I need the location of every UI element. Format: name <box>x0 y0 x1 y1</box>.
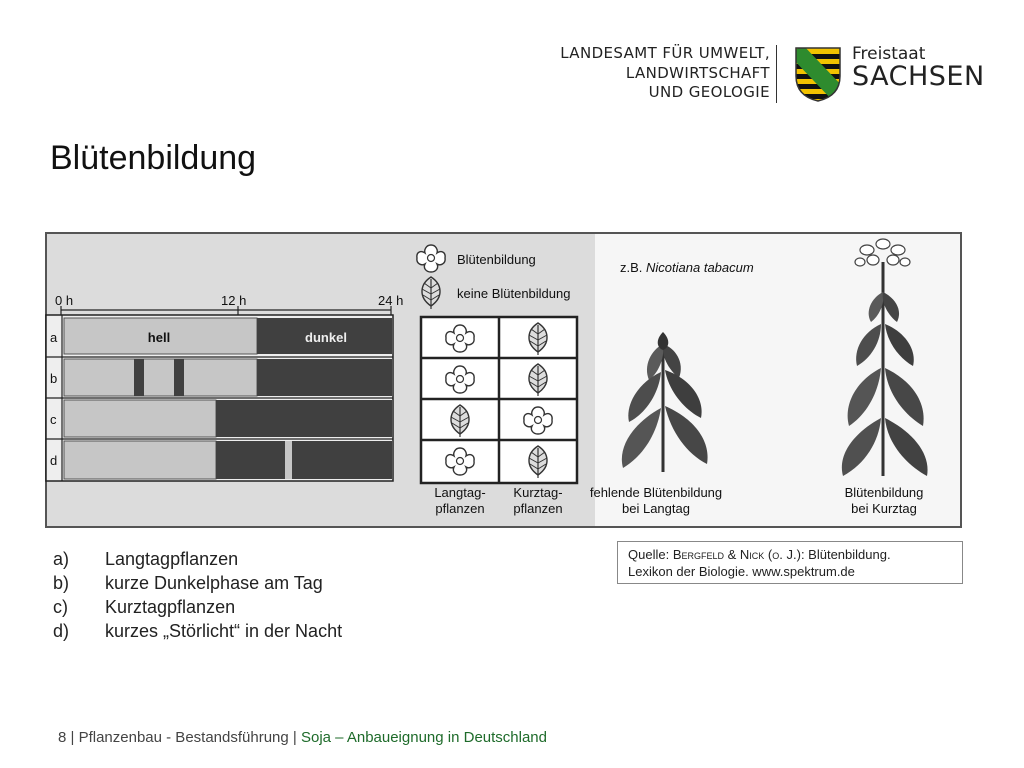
list-marker: a) <box>53 549 70 569</box>
plant2-caption-2: bei Kurztag <box>851 501 917 516</box>
row-label-a: a <box>50 330 58 345</box>
institution-line-1: LANDESAMT FÜR UMWELT, <box>560 44 770 62</box>
bar-b-dark <box>257 359 392 396</box>
footer: 8 | Pflanzenbau - Bestandsführung | Soja… <box>58 729 547 746</box>
time-label-12h: 12 h <box>221 293 246 308</box>
source-date: o. J. <box>772 547 797 562</box>
state-wordmark: Freistaat SACHSEN <box>852 44 985 90</box>
bar-a-light <box>63 317 258 355</box>
footer-separator: | <box>66 729 79 746</box>
institution-line-3: UND GEOLOGIE <box>648 83 770 101</box>
state-wordmark-big: SACHSEN <box>852 61 985 92</box>
example-prefix: z.B. <box>620 260 642 275</box>
legend-leaf-label: keine Blütenbildung <box>457 286 570 301</box>
time-label-24h: 24 h <box>378 293 403 308</box>
col-label-kurztag-1: Kurztag- <box>513 485 562 500</box>
source-amp: & <box>724 547 740 562</box>
legend-flower-label: Blütenbildung <box>457 252 536 267</box>
bar-b-dark-interrupt-2 <box>174 359 184 396</box>
footer-separator: | <box>288 729 301 746</box>
logo-divider <box>776 45 777 103</box>
list-item: c) Kurztagpflanzen <box>53 595 342 619</box>
list-marker: c) <box>53 597 68 617</box>
page-number: 8 <box>58 729 67 746</box>
example-name: Nicotiana tabacum <box>646 260 754 275</box>
plant2-caption-1: Blütenbildung <box>845 485 924 500</box>
bar-b-dark-interrupt-1 <box>134 359 144 396</box>
slide-title: Blütenbildung <box>50 139 257 177</box>
list-text: kurzes „Störlicht“ in der Nacht <box>105 621 343 641</box>
photoperiod-figure: 0 h 12 h 24 h a b c d hell dunkel Blüten… <box>45 232 962 528</box>
list-text: Langtagpflanzen <box>105 549 239 569</box>
list-text: kurze Dunkelphase am Tag <box>105 573 323 593</box>
plant1-caption-2: bei Langtag <box>622 501 690 516</box>
list-item: d) kurzes „Störlicht“ in der Nacht <box>53 619 342 643</box>
plant1-caption-1: fehlende Blütenbildung <box>590 485 722 500</box>
source-author-2: Nick <box>739 547 765 562</box>
source-prefix: Quelle: <box>628 547 673 562</box>
example-species: z.B. Nicotiana tabacum <box>620 260 754 275</box>
legend-list: a) Langtagpflanzen b) kurze Dunkelphase … <box>53 547 342 643</box>
col-label-langtag-2: pflanzen <box>435 501 484 516</box>
bar-label-hell: hell <box>148 330 170 345</box>
list-item: a) Langtagpflanzen <box>53 547 342 571</box>
source-line-1: Quelle: Bergfeld & Nick (o. J.): Blütenb… <box>628 546 962 563</box>
source-paren: ( <box>764 547 773 562</box>
bar-d-light-interrupt <box>285 441 292 479</box>
state-wordmark-small: Freistaat <box>852 44 926 64</box>
row-label-b: b <box>50 371 57 386</box>
list-marker: b) <box>53 573 70 593</box>
time-label-0h: 0 h <box>55 293 73 308</box>
bar-b-light <box>63 358 258 397</box>
row-label-d: d <box>50 453 57 468</box>
institution-line-2: LANDWIRTSCHAFT <box>625 63 770 82</box>
bar-label-dunkel: dunkel <box>305 330 347 345</box>
bar-d-dark <box>216 441 392 479</box>
bar-d-light <box>63 440 217 480</box>
bar-a-dark <box>257 318 392 354</box>
list-item: b) kurze Dunkelphase am Tag <box>53 571 342 595</box>
source-citation: Quelle: Bergfeld & Nick (o. J.): Blütenb… <box>617 541 963 584</box>
footer-topic: Soja – Anbaueignung in Deutschland <box>300 729 547 746</box>
source-line-2: Lexikon der Biologie. www.spektrum.de <box>628 564 855 579</box>
bar-c-dark <box>216 400 392 437</box>
row-label-c: c <box>50 412 57 427</box>
bar-c-light <box>63 399 217 438</box>
col-label-langtag-1: Langtag- <box>434 485 485 500</box>
tobacco-plant-vegetative-icon <box>621 332 708 472</box>
saxony-coat-of-arms-icon <box>795 47 841 102</box>
source-author-1: Bergfeld <box>672 547 724 562</box>
footer-section: Pflanzenbau - Bestandsführung <box>78 729 289 746</box>
tobacco-plant-flowering-icon <box>841 238 928 476</box>
source-title: ): Blütenbildung. <box>796 547 891 562</box>
list-marker: d) <box>53 621 70 641</box>
col-label-kurztag-2: pflanzen <box>513 501 562 516</box>
list-text: Kurztagpflanzen <box>105 597 236 617</box>
institution-name: LANDESAMT FÜR UMWELT, LANDWIRTSCHAFT UND… <box>560 44 770 103</box>
